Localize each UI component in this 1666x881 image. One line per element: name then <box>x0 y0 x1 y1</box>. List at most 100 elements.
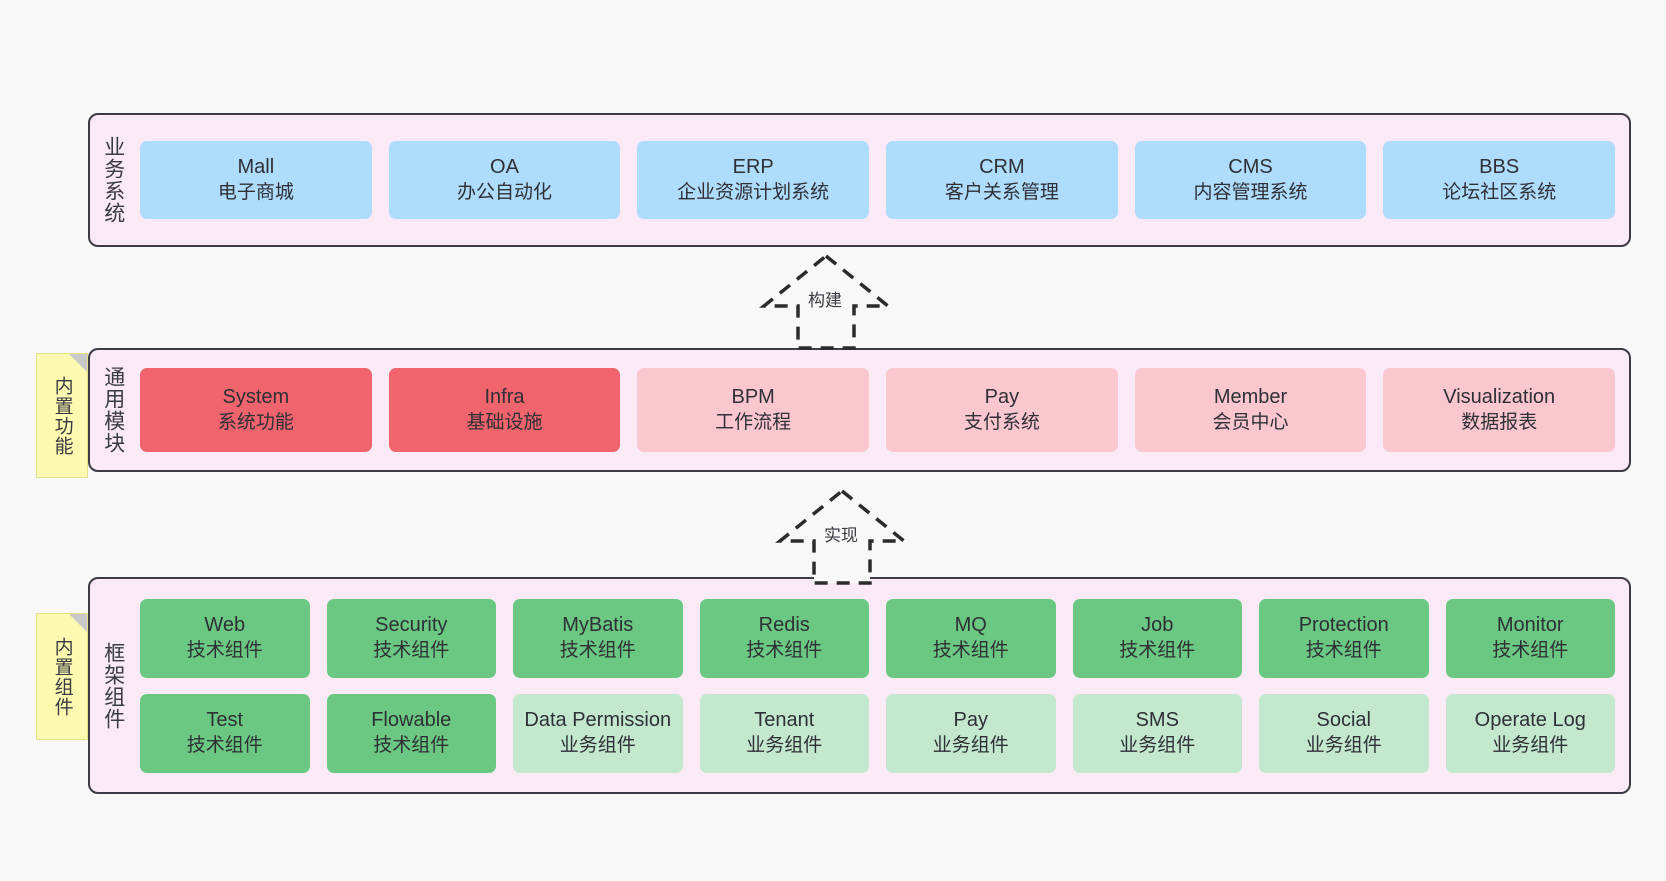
node-label-en: Pay <box>984 386 1020 409</box>
node-label-cn: 企业资源计划系统 <box>677 181 830 203</box>
node-label-en: Monitor <box>1496 614 1564 637</box>
node-oa[interactable]: OA 办公自动化 <box>388 141 621 219</box>
node-sms[interactable]: SMS 业务组件 <box>1072 693 1242 773</box>
node-label-en: Infra <box>484 386 525 409</box>
node-label-cn: 业务组件 <box>1492 734 1569 756</box>
node-label-cn: 技术组件 <box>1119 639 1196 661</box>
node-mybatis[interactable]: MyBatis 技术组件 <box>513 598 683 678</box>
node-label-en: BBS <box>1479 156 1520 179</box>
node-label-en: Operate Log <box>1474 709 1586 732</box>
node-label-en: Redis <box>758 614 810 637</box>
node-mq[interactable]: MQ 技术组件 <box>886 598 1056 678</box>
connector-build-shape <box>759 253 893 350</box>
node-label-cn: 支付系统 <box>963 411 1040 433</box>
node-cms[interactable]: CMS 内容管理系统 <box>1134 141 1367 219</box>
node-label-en: Member <box>1213 386 1288 409</box>
note-builtin-features: 内置功能 <box>36 353 88 478</box>
node-label-cn: 业务组件 <box>932 734 1009 756</box>
layer-framework-components: 框架组件 Web 技术组件 Security 技术组件 MyBatis 技术组件… <box>88 577 1631 794</box>
node-label-en: ERP <box>732 156 774 179</box>
node-test[interactable]: Test 技术组件 <box>140 693 310 773</box>
node-label-cn: 技术组件 <box>559 639 636 661</box>
node-job[interactable]: Job 技术组件 <box>1072 598 1242 678</box>
node-label-cn: 论坛社区系统 <box>1442 181 1557 203</box>
connector-implement-label: 实现 <box>824 526 858 545</box>
connector-build-label: 构建 <box>808 291 842 310</box>
node-label-en: Job <box>1141 614 1174 637</box>
node-redis[interactable]: Redis 技术组件 <box>699 598 869 678</box>
layer-title-framework: 框架组件 <box>101 641 125 730</box>
node-label-cn: 工作流程 <box>715 411 792 433</box>
node-label-cn: 内容管理系统 <box>1193 181 1308 203</box>
node-label-en: Social <box>1316 709 1371 732</box>
node-bbs[interactable]: BBS 论坛社区系统 <box>1383 141 1616 219</box>
layer-business-systems: 业务系统 Mall 电子商城 OA 办公自动化 ERP 企业资源计划系统 CRM… <box>88 113 1631 247</box>
node-system[interactable]: System 系统功能 <box>140 368 372 452</box>
note-text: 内置功能 <box>51 375 73 456</box>
node-label-en: Protection <box>1298 614 1389 637</box>
node-mall[interactable]: Mall 电子商城 <box>140 141 372 219</box>
node-label-cn: 技术组件 <box>373 639 450 661</box>
connector-implement-shape <box>775 488 909 585</box>
node-pay-module[interactable]: Pay 支付系统 <box>886 368 1118 452</box>
node-bpm[interactable]: BPM 工作流程 <box>637 368 870 452</box>
node-label-en: Data Permission <box>524 709 672 732</box>
node-label-cn: 技术组件 <box>932 639 1009 661</box>
connector-build: 构建 <box>736 252 916 350</box>
layer-body-common: System 系统功能 Infra 基础设施 BPM 工作流程 Pay 支付系统… <box>136 350 1629 470</box>
node-label-cn: 技术组件 <box>1492 639 1569 661</box>
note-builtin-components: 内置组件 <box>36 613 88 740</box>
layer-body-business: Mall 电子商城 OA 办公自动化 ERP 企业资源计划系统 CRM 客户关系… <box>136 115 1629 245</box>
note-text: 内置组件 <box>51 636 73 717</box>
node-label-en: CRM <box>979 156 1025 179</box>
node-crm[interactable]: CRM 客户关系管理 <box>886 141 1118 219</box>
node-monitor[interactable]: Monitor 技术组件 <box>1445 598 1615 678</box>
node-label-en: Test <box>206 709 244 732</box>
node-label-cn: 办公自动化 <box>457 181 553 203</box>
node-flowable[interactable]: Flowable 技术组件 <box>326 693 496 773</box>
node-row: System 系统功能 Infra 基础设施 BPM 工作流程 Pay 支付系统… <box>140 368 1616 452</box>
node-social[interactable]: Social 业务组件 <box>1259 693 1429 773</box>
node-label-en: MyBatis <box>562 614 634 637</box>
node-member[interactable]: Member 会员中心 <box>1134 368 1367 452</box>
node-label-en: Visualization <box>1443 386 1556 409</box>
node-row: Test 技术组件 Flowable 技术组件 Data Permission … <box>140 693 1615 773</box>
node-label-cn: 基础设施 <box>466 411 543 433</box>
node-infra[interactable]: Infra 基础设施 <box>388 368 621 452</box>
node-label-cn: 业务组件 <box>1119 734 1196 756</box>
node-erp[interactable]: ERP 企业资源计划系统 <box>637 141 870 219</box>
node-label-en: System <box>222 386 290 409</box>
node-operate-log[interactable]: Operate Log 业务组件 <box>1445 693 1615 773</box>
node-label-cn: 业务组件 <box>1305 734 1382 756</box>
node-label-cn: 技术组件 <box>1305 639 1382 661</box>
connector-implement: 实现 <box>752 487 932 585</box>
node-row: Web 技术组件 Security 技术组件 MyBatis 技术组件 Redi… <box>140 598 1615 678</box>
node-label-cn: 技术组件 <box>186 639 263 661</box>
node-label-cn: 会员中心 <box>1212 411 1289 433</box>
layer-body-framework: Web 技术组件 Security 技术组件 MyBatis 技术组件 Redi… <box>136 579 1629 792</box>
node-label-cn: 业务组件 <box>559 734 636 756</box>
node-security[interactable]: Security 技术组件 <box>326 598 496 678</box>
node-label-cn: 技术组件 <box>373 734 450 756</box>
node-label-en: BPM <box>731 386 775 409</box>
node-visualization[interactable]: Visualization 数据报表 <box>1383 368 1616 452</box>
node-label-cn: 数据报表 <box>1461 411 1538 433</box>
node-web[interactable]: Web 技术组件 <box>140 598 310 678</box>
node-data-permission[interactable]: Data Permission 业务组件 <box>513 693 683 773</box>
node-label-cn: 客户关系管理 <box>944 181 1059 203</box>
node-protection[interactable]: Protection 技术组件 <box>1259 598 1429 678</box>
node-pay-component[interactable]: Pay 业务组件 <box>886 693 1056 773</box>
node-label-en: MQ <box>954 614 987 637</box>
node-label-cn: 系统功能 <box>217 411 294 433</box>
node-label-en: Mall <box>237 156 275 179</box>
node-label-cn: 业务组件 <box>746 734 823 756</box>
node-label-en: Web <box>204 614 246 637</box>
node-tenant[interactable]: Tenant 业务组件 <box>699 693 869 773</box>
node-label-en: CMS <box>1228 156 1273 179</box>
layer-title-business: 业务系统 <box>101 136 125 224</box>
node-label-cn: 技术组件 <box>186 734 263 756</box>
node-row: Mall 电子商城 OA 办公自动化 ERP 企业资源计划系统 CRM 客户关系… <box>140 141 1616 219</box>
node-label-en: Pay <box>953 709 988 732</box>
node-label-cn: 技术组件 <box>746 639 823 661</box>
